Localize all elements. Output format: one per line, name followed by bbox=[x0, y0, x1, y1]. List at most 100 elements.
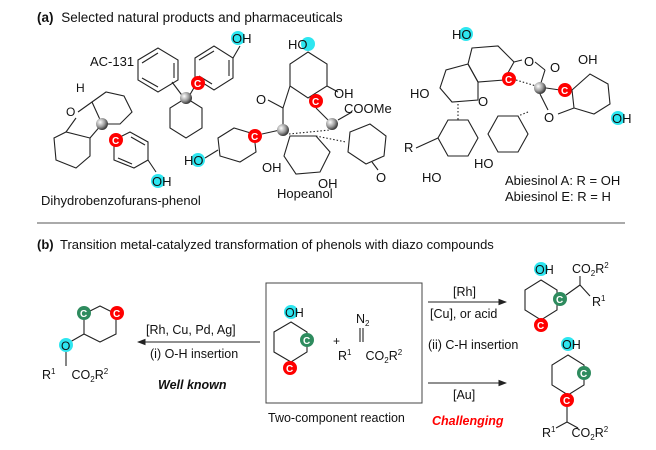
sup: 1 bbox=[347, 348, 352, 357]
catechol-ring bbox=[437, 119, 479, 157]
c-label: C bbox=[312, 97, 319, 108]
oh-insertion-label: (i) O-H insertion bbox=[150, 347, 238, 361]
phenol-ring bbox=[217, 127, 257, 163]
r-label: R bbox=[389, 349, 398, 363]
ho-label: HO bbox=[410, 86, 430, 101]
ch-insertion-label: (ii) C-H insertion bbox=[428, 338, 518, 352]
n2-label: N2 bbox=[356, 312, 370, 328]
two-component-caption: Two-component reaction bbox=[268, 411, 405, 425]
c-para-marker bbox=[248, 129, 262, 143]
abiesinol-e-label: Abiesinol E: R = H bbox=[505, 189, 611, 204]
o-label: O bbox=[550, 60, 560, 75]
c-para-marker bbox=[109, 133, 123, 147]
c-para-marker bbox=[502, 72, 516, 86]
ho-label: HO bbox=[184, 153, 204, 168]
co-label: CO bbox=[71, 368, 90, 382]
oxygen-highlight bbox=[459, 27, 473, 41]
oh-label: OH bbox=[612, 111, 632, 126]
co-label: CO bbox=[572, 262, 591, 276]
oh-label: OH bbox=[285, 306, 304, 320]
r1-group: R1 bbox=[592, 294, 606, 309]
panel-b-title: Transition metal-catalyzed transformatio… bbox=[60, 237, 494, 252]
o-label: O bbox=[256, 92, 266, 107]
ho-label: HO bbox=[422, 170, 442, 185]
o-label: O bbox=[524, 54, 534, 69]
sub: 2 bbox=[590, 433, 595, 442]
sub: 2 bbox=[90, 375, 95, 384]
c-para-marker bbox=[309, 94, 323, 108]
o-label: O bbox=[376, 170, 386, 185]
sub: 2 bbox=[591, 269, 596, 278]
sup: 2 bbox=[604, 425, 609, 434]
oxygen-highlight bbox=[301, 37, 315, 51]
benzene-ring bbox=[53, 131, 91, 169]
ho-label: OH bbox=[262, 160, 282, 175]
r-label: R bbox=[542, 426, 551, 440]
c-label: C bbox=[251, 132, 258, 143]
c-para-marker bbox=[283, 361, 297, 375]
resorcinol-ring bbox=[289, 51, 328, 99]
r-label: R bbox=[595, 426, 604, 440]
oh-label: OH bbox=[318, 176, 338, 191]
cu-acid-label: [Cu], or acid bbox=[430, 307, 497, 321]
oh-label: OH bbox=[334, 86, 354, 101]
abiesinol-a-label: Abiesinol A: R = OH bbox=[505, 173, 620, 188]
phenol-ring bbox=[487, 115, 529, 153]
h-label: H bbox=[76, 81, 85, 95]
dihydrobenzofuran-label: Dihydrobenzofurans-phenol bbox=[41, 193, 201, 208]
ho-label: HO bbox=[288, 37, 308, 52]
hopeanol-label: Hopeanol bbox=[277, 186, 333, 201]
rh-catalyst-label: [Rh] bbox=[453, 285, 476, 299]
pyran-ring bbox=[439, 63, 479, 103]
sub: 2 bbox=[365, 319, 370, 328]
r-label: R bbox=[42, 368, 51, 382]
c-para-marker bbox=[558, 83, 572, 97]
c-label: C bbox=[112, 136, 119, 147]
sup: 2 bbox=[104, 367, 109, 376]
c-ortho-marker bbox=[300, 333, 314, 347]
c-ortho-marker bbox=[553, 292, 567, 306]
o-label: O bbox=[61, 339, 70, 353]
c-label: C bbox=[561, 86, 568, 97]
c-label: C bbox=[303, 336, 310, 347]
challenging-label: Challenging bbox=[432, 414, 504, 428]
co-label: CO bbox=[365, 349, 384, 363]
c-label: C bbox=[580, 369, 587, 380]
cyclohexane-ring bbox=[91, 91, 133, 125]
c-label: C bbox=[563, 396, 570, 407]
oxygen-highlight bbox=[561, 337, 575, 351]
sup: 1 bbox=[51, 367, 56, 376]
oh-catalysts-label: [Rh, Cu, Pd, Ag] bbox=[146, 323, 236, 337]
compound-hopeanol: HO OH O C COOMe C HO OH OH O Hopeanol bbox=[184, 37, 392, 201]
phenol-ring bbox=[524, 279, 558, 321]
c-label: C bbox=[286, 364, 293, 375]
oxygen-highlight bbox=[534, 262, 548, 276]
c-label: C bbox=[113, 309, 120, 320]
panel-b-label: (b) bbox=[37, 237, 54, 252]
oxygen-highlight bbox=[231, 31, 245, 45]
phenol-reactant: OH C C bbox=[273, 305, 314, 375]
c-para-marker bbox=[560, 393, 574, 407]
panel-a-title: Selected natural products and pharmaceut… bbox=[61, 10, 343, 25]
oxygen-highlight bbox=[191, 153, 205, 167]
co-label: CO bbox=[571, 426, 590, 440]
oxygen-highlight bbox=[284, 305, 298, 319]
sub: 2 bbox=[384, 356, 389, 365]
dienone-ring bbox=[347, 123, 387, 165]
c-para-marker bbox=[191, 76, 205, 90]
panel-b-heading: (b) Transition metal-catalyzed transform… bbox=[37, 237, 494, 252]
stereo-center bbox=[534, 82, 546, 94]
c-ortho-marker bbox=[577, 366, 591, 380]
c-ortho-marker bbox=[77, 306, 91, 320]
compound-dihydrobenzofuran-phenol: H O C OH Dihydrobenzofurans-phenol bbox=[41, 81, 201, 208]
o-label: O bbox=[544, 110, 554, 125]
c-label: C bbox=[556, 295, 563, 306]
au-catalyst-label: [Au] bbox=[453, 388, 475, 402]
sup: 2 bbox=[398, 348, 403, 357]
